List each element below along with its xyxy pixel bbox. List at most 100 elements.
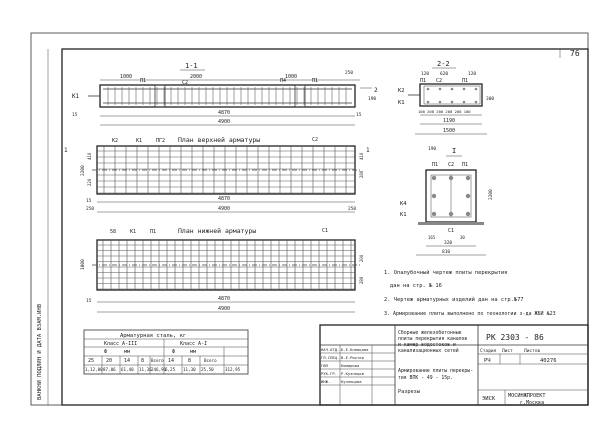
dim-410-plan-r: 410 bbox=[359, 152, 364, 160]
mark-k2-s2: К2 bbox=[398, 88, 405, 94]
section-2-2-bars bbox=[423, 85, 481, 105]
detail-I-label: I bbox=[452, 147, 456, 155]
title-line-5: Армирование плиты перекры- bbox=[398, 368, 473, 374]
org-name: МОСИНЖПРОЕКТ bbox=[508, 393, 545, 399]
slab-elevation bbox=[99, 84, 356, 108]
mark-p1-detail: П1 bbox=[432, 162, 438, 168]
dim-30-detail: 30 bbox=[460, 235, 465, 240]
mark-p1-detail-r: П1 bbox=[462, 162, 468, 168]
dim-200-plan-b: 200 bbox=[359, 254, 364, 262]
mark-p1-s2: П1 bbox=[420, 78, 426, 84]
signer-name: Б.Е.Клевцова bbox=[341, 347, 368, 352]
dim-2200-detail: 2200 bbox=[488, 189, 494, 200]
bar-dot bbox=[426, 87, 430, 91]
dim-280-plan: 280 bbox=[359, 170, 364, 178]
dim-250-top: 250 bbox=[345, 70, 353, 76]
signer-role: РУК.ГР. bbox=[321, 371, 337, 376]
rebar-mm-1: мм bbox=[124, 349, 130, 355]
rebar-value: 6,25 bbox=[165, 367, 176, 372]
title-line-3: и камер водостоков и bbox=[398, 343, 456, 348]
note-1b: дан на стр. № 16 bbox=[390, 283, 442, 289]
signer-name: В.Е.Рихтер bbox=[341, 355, 365, 360]
title-line-6: тия ВПК - 49 - 15р. bbox=[398, 375, 453, 381]
bar-dot bbox=[438, 87, 442, 91]
dim-190-detail: 190 bbox=[428, 146, 436, 152]
bar-dot bbox=[465, 193, 471, 199]
bar-dot bbox=[431, 175, 437, 181]
section-1-marker-top: 1 bbox=[64, 147, 68, 154]
mark-k1-detail: К1 bbox=[400, 212, 407, 218]
rebar-value: 11,36 bbox=[139, 367, 152, 372]
mark-p4-elev: П4 bbox=[280, 78, 286, 84]
bar-dot bbox=[431, 211, 437, 217]
dim-120-s2-r: 120 bbox=[468, 71, 476, 77]
dim-2000-center: 2000 bbox=[190, 74, 202, 80]
note-3: 3. Армирование плиты выполнено по технол… bbox=[384, 311, 556, 317]
section-1-1-label: 1-1 bbox=[185, 62, 198, 70]
dim-250-plan-l: 250 bbox=[86, 206, 94, 212]
signer-name: Р.Кузнецов bbox=[341, 371, 364, 376]
signer-role: ИНЖ. bbox=[321, 379, 330, 384]
post-elevation-left bbox=[154, 84, 166, 108]
side-stamp-text: ВАНКНИ ПОДЛИН И ДАТА ВЗАМ.ИНВ bbox=[37, 303, 43, 400]
stirrups-elevation bbox=[107, 87, 347, 105]
mark-k1-plan: К1 bbox=[136, 138, 142, 144]
dim-4900-plan-b: 4900 bbox=[218, 306, 230, 312]
signers-list: НАЧ.ОТД.Б.Е.КлевцоваГЛ.СПЕЦ.В.Е.РихтерГИ… bbox=[321, 347, 368, 384]
mark-c2-elev: С2 bbox=[182, 80, 188, 86]
title-line-7: Разрезы bbox=[398, 389, 420, 395]
dim-15-elev-r: 15 bbox=[356, 112, 362, 118]
rebar-value: 25,50 bbox=[201, 367, 214, 372]
title-block-frame bbox=[319, 324, 589, 406]
stage-value: РЧ bbox=[484, 358, 491, 364]
rebar-value: 1,12,00 bbox=[85, 367, 103, 372]
dim-4870-plan-b: 4870 bbox=[218, 296, 230, 302]
dim-300-s2: 300 bbox=[486, 96, 494, 102]
dim-15-plan-b: 15 bbox=[86, 298, 92, 304]
signer-name: Комарова bbox=[341, 363, 359, 368]
mark-c2-detail: С2 bbox=[448, 162, 454, 168]
rebar-d25: 25 bbox=[88, 358, 94, 364]
mark-c1-plan-b: С1 bbox=[322, 228, 328, 234]
rebar-value: 11,30 bbox=[183, 367, 196, 372]
dim-190-elev: 190 bbox=[368, 96, 376, 102]
dim-s2-chain-text: 100 200 200 200 200 100 bbox=[418, 109, 471, 114]
rebar-class-a3: Класс А-III bbox=[104, 341, 137, 347]
stirrup-outline bbox=[423, 85, 481, 105]
section-1-marker-top-r: 1 bbox=[366, 147, 370, 154]
rebar-value: 87,06 bbox=[103, 367, 116, 372]
dim-1000-right: 1000 bbox=[285, 74, 297, 80]
mark-p1-s2-r: П1 bbox=[462, 78, 468, 84]
bar-dot bbox=[448, 175, 454, 181]
section-2-marker: 2 bbox=[374, 87, 378, 94]
dim-120-s2: 120 bbox=[421, 71, 429, 77]
bar-dot bbox=[465, 175, 471, 181]
signer-role: ГИП bbox=[321, 363, 329, 368]
mark-p1-elev: П1 bbox=[140, 78, 146, 84]
bar-dot bbox=[426, 100, 430, 104]
dim-280-plan-b: 280 bbox=[359, 276, 364, 284]
plan-top-mesh bbox=[92, 146, 360, 194]
bar-dot bbox=[465, 211, 471, 217]
mark-c1-detail: С1 bbox=[448, 228, 454, 234]
rebar-d14-2: 14 bbox=[168, 358, 174, 364]
inventory-number: 40276 bbox=[540, 358, 557, 364]
org-code: ЭИСК bbox=[482, 396, 496, 402]
dim-2200-plan: 2200 bbox=[80, 165, 86, 176]
rebar-total-1: Всего bbox=[151, 358, 164, 363]
dim-4870-plan: 4870 bbox=[218, 196, 230, 202]
page-number: 76 bbox=[570, 49, 580, 58]
mark-k1-s2: К1 bbox=[398, 100, 405, 106]
mark-c2-s2: С2 bbox=[436, 78, 442, 84]
dim-810: 810 bbox=[442, 249, 450, 255]
mark-k4-detail: К4 bbox=[400, 201, 407, 207]
rebar-mm-2: мм bbox=[190, 349, 196, 355]
bar-dot bbox=[462, 87, 466, 91]
dim-620-s2: 620 bbox=[440, 71, 448, 77]
dim-1500: 1500 bbox=[443, 128, 455, 134]
mark-pg2-plan: ПГ2 bbox=[156, 138, 165, 144]
rebar-table bbox=[83, 329, 249, 375]
dim-4900-elev: 4900 bbox=[218, 119, 230, 125]
rebar-d14: 14 bbox=[124, 358, 130, 364]
